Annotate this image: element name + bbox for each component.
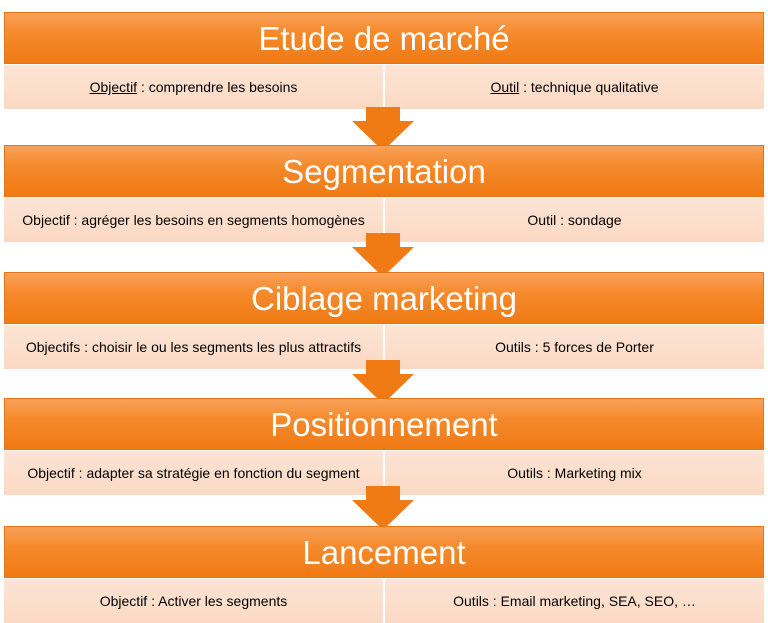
- objective-label: Objectif: [89, 79, 138, 95]
- tool-text: : technique qualitative: [519, 79, 659, 95]
- tool-label: Outils: [507, 465, 543, 481]
- objective-text: : adapter sa stratégie en fonction du se…: [74, 465, 360, 481]
- tool-label: Outils: [453, 593, 489, 609]
- step-title: Ciblage marketing: [4, 272, 764, 324]
- objective-text: : Activer les segments: [147, 593, 288, 609]
- objective-label: Objectif: [27, 465, 75, 481]
- objective-text: : comprendre les besoins: [137, 79, 298, 95]
- step-etude-de-marche: Etude de marché Objectif : comprendre le…: [4, 12, 764, 109]
- tool-text: : Marketing mix: [542, 465, 642, 481]
- step-title: Segmentation: [4, 145, 764, 197]
- tool-cell: Outil : technique qualitative: [385, 65, 764, 109]
- objective-text: : agréger les besoins en segments homogè…: [69, 212, 365, 228]
- tool-text: : Email marketing, SEA, SEO, …: [488, 593, 696, 609]
- tool-label: Outils: [495, 339, 531, 355]
- step-details: Objectif : comprendre les besoins Outil …: [4, 65, 764, 109]
- tool-cell: Outils : 5 forces de Porter: [385, 325, 764, 369]
- step-segmentation: Segmentation Objectif : agréger les beso…: [4, 145, 764, 242]
- objective-cell: Objectifs : choisir le ou les segments l…: [4, 325, 383, 369]
- step-details: Objectif : agréger les besoins en segmen…: [4, 198, 764, 242]
- objective-label: Objectif: [22, 212, 70, 228]
- step-positionnement: Positionnement Objectif : adapter sa str…: [4, 398, 764, 495]
- tool-text: : sondage: [556, 212, 622, 228]
- down-arrow-icon: [352, 360, 414, 404]
- down-arrow-icon: [352, 233, 414, 277]
- step-lancement: Lancement Objectif : Activer les segment…: [4, 526, 764, 623]
- step-title: Lancement: [4, 526, 764, 578]
- objective-cell: Objectif : Activer les segments: [4, 579, 383, 623]
- objective-label: Objectifs: [25, 339, 81, 355]
- step-details: Objectifs : choisir le ou les segments l…: [4, 325, 764, 369]
- down-arrow-icon: [352, 486, 414, 530]
- tool-cell: Outils : Email marketing, SEA, SEO, …: [385, 579, 764, 623]
- step-details: Objectif : adapter sa stratégie en fonct…: [4, 451, 764, 495]
- step-details: Objectif : Activer les segments Outils :…: [4, 579, 764, 623]
- tool-cell: Outils : Marketing mix: [385, 451, 764, 495]
- step-title: Etude de marché: [4, 12, 764, 64]
- objective-label: Objectif: [99, 593, 148, 609]
- down-arrow-icon: [352, 107, 414, 151]
- objective-cell: Objectif : agréger les besoins en segmen…: [4, 198, 383, 242]
- tool-label: Outil: [527, 212, 557, 228]
- tool-text: : 5 forces de Porter: [530, 339, 654, 355]
- step-ciblage-marketing: Ciblage marketing Objectifs : choisir le…: [4, 272, 764, 369]
- objective-cell: Objectif : comprendre les besoins: [4, 65, 383, 109]
- step-title: Positionnement: [4, 398, 764, 450]
- objective-text: : choisir le ou les segments les plus at…: [80, 339, 362, 355]
- tool-cell: Outil : sondage: [385, 198, 764, 242]
- objective-cell: Objectif : adapter sa stratégie en fonct…: [4, 451, 383, 495]
- tool-label: Outil: [490, 79, 520, 95]
